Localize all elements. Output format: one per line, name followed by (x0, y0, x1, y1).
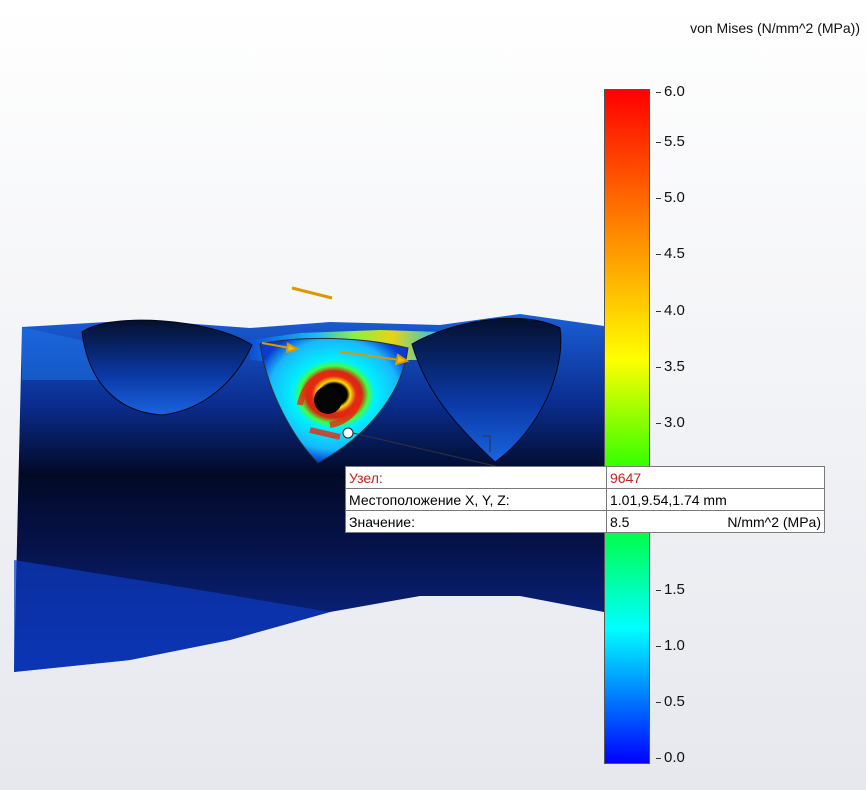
value-cell: 8.5 N/mm^2 (MPa) (606, 510, 825, 533)
stress-hotspots (297, 370, 363, 440)
legend-tick: 0.5 (656, 693, 685, 710)
probe-leader-line (342, 427, 496, 467)
location-value: 1.01,9.54,1.74 mm (606, 488, 825, 511)
right-lobe[interactable] (411, 317, 562, 463)
probe-row-location: Местоположение X, Y, Z: 1.01,9.54,1.74 m… (345, 488, 825, 511)
legend-tick: 1.0 (656, 637, 685, 654)
probe-row-node: Узел: 9647 (345, 466, 825, 489)
legend-title: von Mises (N/mm^2 (MPa)) (690, 20, 860, 36)
probe-row-value: Значение: 8.5 N/mm^2 (MPa) (345, 510, 825, 533)
load-arrows (261, 286, 410, 366)
node-value: 9647 (606, 466, 825, 489)
location-label: Местоположение X, Y, Z: (345, 488, 607, 511)
legend-tick: 4.0 (656, 302, 685, 319)
stress-value: 8.5 (610, 513, 630, 530)
left-lobe[interactable] (81, 319, 253, 416)
center-hole (314, 386, 342, 414)
legend-tick: 5.5 (656, 133, 685, 150)
legend-tick: 0.0 (656, 749, 685, 766)
legend-tick: 4.5 (656, 245, 685, 262)
legend-tick: 3.5 (656, 358, 685, 375)
legend-tick: 3.0 (656, 414, 685, 431)
legend-tick: 1.5 (656, 581, 685, 598)
stress-unit: N/mm^2 (MPa) (727, 513, 821, 530)
stress-color-bar (604, 89, 650, 764)
node-label: Узел: (345, 466, 607, 489)
probe-result-table[interactable]: Узел: 9647 Местоположение X, Y, Z: 1.01,… (345, 466, 825, 533)
value-label: Значение: (345, 510, 607, 533)
legend-tick: 5.0 (656, 189, 685, 206)
legend-tick: 6.0 (656, 83, 685, 100)
